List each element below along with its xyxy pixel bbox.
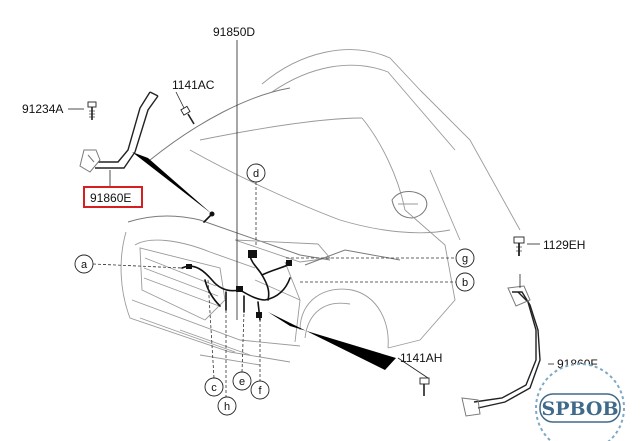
label-91850d: 91850D bbox=[213, 25, 255, 39]
callout-d: d bbox=[246, 163, 266, 183]
label-1129eh: 1129EH bbox=[543, 238, 585, 252]
svg-text:e: e bbox=[239, 376, 245, 388]
callout-e: e bbox=[232, 371, 252, 391]
svg-text:d: d bbox=[253, 168, 259, 180]
bolt-1141ac bbox=[175, 91, 195, 125]
bolt-1129eh bbox=[513, 236, 540, 256]
label-91860e: 91860E bbox=[90, 191, 131, 205]
svg-text:a: a bbox=[81, 259, 88, 271]
svg-text:h: h bbox=[224, 401, 230, 413]
svg-text:f: f bbox=[258, 385, 262, 397]
bolt-91234a bbox=[68, 101, 97, 120]
callout-a: a bbox=[74, 254, 94, 274]
highlight-box-91860e bbox=[83, 186, 143, 208]
callout-h: h bbox=[217, 396, 237, 416]
label-91234a: 91234A bbox=[22, 102, 63, 116]
svg-text:b: b bbox=[462, 277, 468, 289]
vehicle-outline bbox=[120, 49, 521, 366]
battery-cable-91860e bbox=[79, 91, 159, 188]
watermark-text: SPBOB bbox=[541, 398, 618, 420]
main-harness bbox=[181, 211, 292, 321]
watermark-badge: SPBOB bbox=[535, 363, 625, 441]
callout-b: b bbox=[455, 272, 475, 292]
bolt-1141ah bbox=[397, 357, 430, 396]
callout-c: c bbox=[204, 377, 224, 397]
battery-cable-91860f bbox=[461, 274, 541, 417]
label-1141ah: 1141AH bbox=[400, 351, 442, 365]
svg-text:g: g bbox=[462, 253, 468, 265]
label-1141ac: 1141AC bbox=[172, 78, 215, 92]
svg-text:c: c bbox=[211, 382, 217, 394]
callout-g: g bbox=[455, 248, 475, 268]
callout-f: f bbox=[250, 380, 270, 400]
